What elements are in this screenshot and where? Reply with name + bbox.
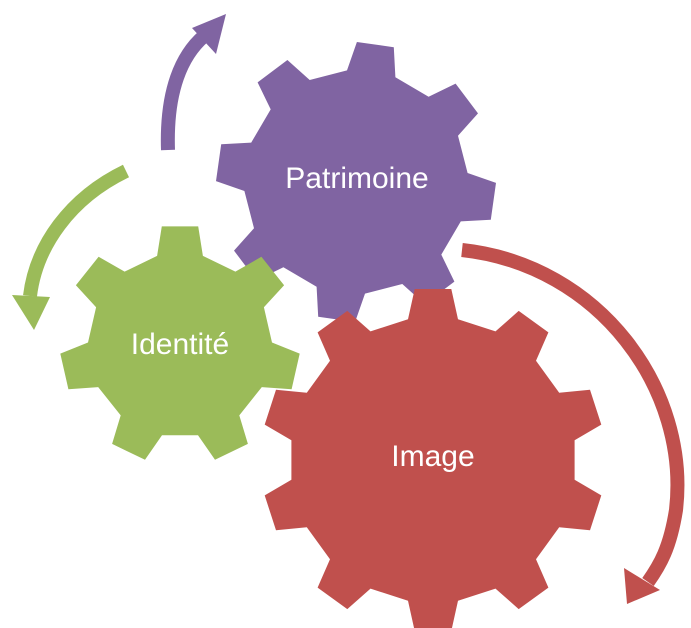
gear-image-icon [264,289,602,628]
arrow-green-head-icon [12,295,50,330]
arrow-red [461,243,685,604]
gear-identite-icon [60,226,300,460]
gear-image-label: Image [391,440,474,473]
arrow-red-head-icon [624,568,660,604]
arrow-purple-head-icon [192,14,226,54]
arrow-green [12,164,130,330]
gear-patrimoine-label: Patrimoine [285,162,428,195]
arrow-purple [160,14,226,151]
gear-image: Image [264,289,602,628]
gear-patrimoine-icon [216,42,496,322]
gear-identite-label: Identité [131,328,229,361]
gear-identite: Identité [60,226,300,460]
gear-patrimoine: Patrimoine [216,42,496,322]
